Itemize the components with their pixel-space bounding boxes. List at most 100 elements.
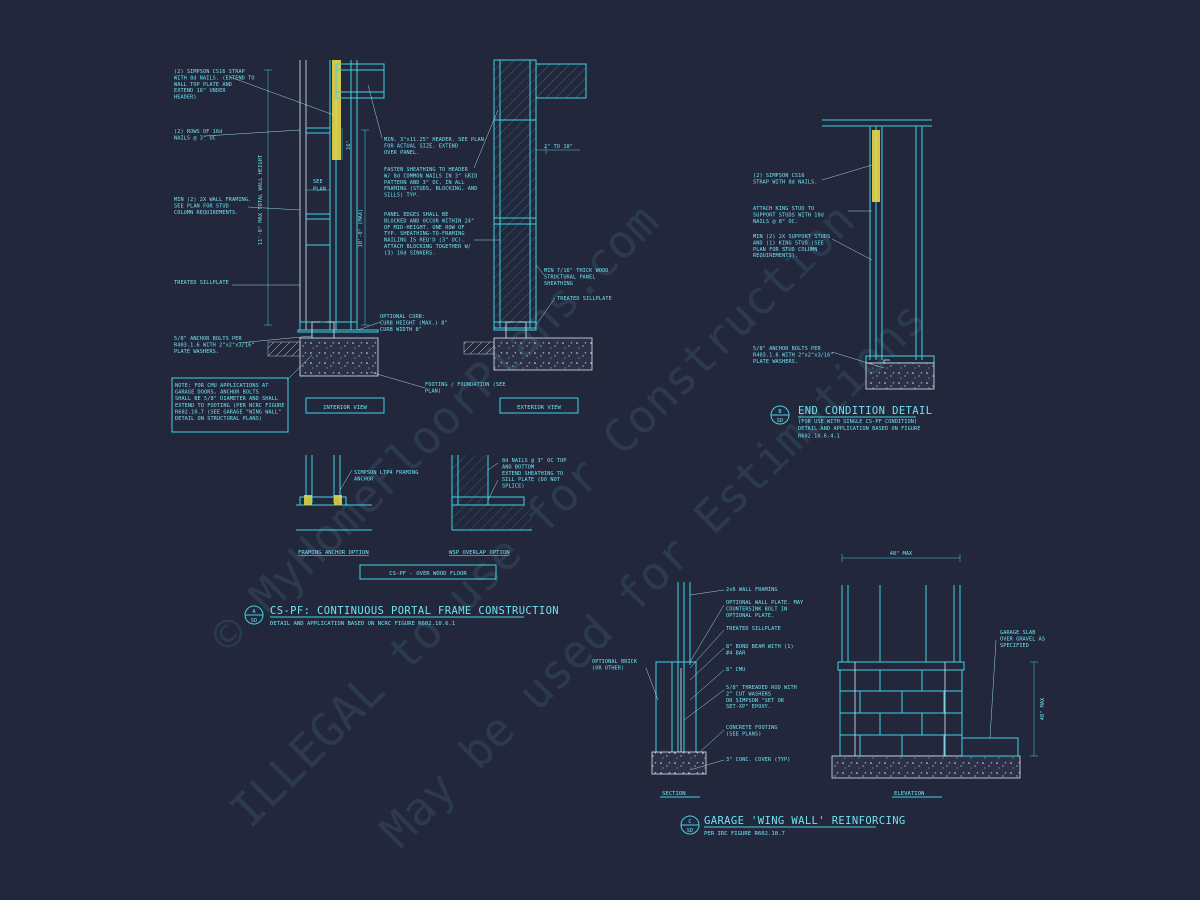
note-line: CONCRETE FOOTING [726, 725, 778, 731]
note-line: SET-XP" EPOXY. [726, 704, 771, 710]
note-line: (SEE PLANS) [726, 731, 761, 737]
note-line: (FOR USE WITH SINGLE CS-PF CONDITION) [798, 419, 917, 425]
note-line: SILL PLATE (DO NOT [502, 477, 560, 483]
note-line: 8d NAILS @ 3" OC TOP [502, 458, 566, 464]
note-line: OPTIONAL PLATE. [726, 613, 774, 619]
interior-view-box [305, 397, 385, 414]
note-line: SPLICE) [502, 484, 525, 490]
note-line: SPECIFIED [1000, 643, 1029, 649]
wing-wall-elevation-drawing [831, 554, 1038, 779]
note-line: 2" CUT WASHERS [726, 691, 771, 697]
end-condition-drawing [821, 119, 935, 390]
note-line: 5/8" THREADED ROD WITH [726, 685, 797, 691]
note-line: FOOTING / FOUNDATION (SEE [425, 382, 506, 388]
note-line: MIN (2) 2X WALL FRAMING. [174, 197, 251, 203]
note-line: TREATED SILLPLATE [174, 280, 229, 286]
note-line: NAILS @ 8" OC. [753, 219, 798, 225]
note-line: FRAMING (STUDS, BLOCKING, AND [384, 186, 477, 192]
note-line: STRAP WITH 8d NAILS. [753, 179, 817, 185]
see-plan-label: SEE PLAN [313, 179, 326, 193]
note-line: GARAGE SLAB [1000, 630, 1035, 636]
note-line: WALL TOP PLATE AND [174, 82, 232, 88]
bubble-b-sheet: SD [777, 418, 783, 424]
brick-note: OPTIONAL BRICK(OR OTHER) [592, 659, 638, 671]
note-line: R602.10.7 (SEE GARAGE "WING WALL" [175, 409, 281, 415]
note-line: HEADER) [174, 95, 197, 101]
elevation-label: ELEVATION [894, 791, 924, 797]
note-line: 2x6 WALL FRAMING [726, 587, 778, 593]
framing-anchor-drawing [296, 455, 372, 531]
note-line: SHALL BE 5/8" DIAMETER AND SHALL [175, 396, 278, 402]
exterior-view-box [499, 397, 579, 414]
note-line: COUNTERSINK BOLT IN [726, 606, 787, 612]
note-line: OVER PANEL. [384, 150, 419, 156]
section-label: SECTION [662, 791, 686, 797]
note-line: COLUMN REQUIREMENTS. [174, 210, 238, 216]
strap-icon [332, 60, 341, 160]
wsp-overlap-drawing [451, 455, 532, 531]
note-line: ANCHOR [354, 476, 374, 482]
wood-floor-box [359, 564, 497, 580]
note-line: (2) SIMPSON CS16 [753, 173, 805, 179]
wsp-overlap-label: WSP OVERLAP OPTION [449, 550, 510, 556]
note-line: OPTIONAL BRICK [592, 659, 638, 665]
note-line: MIN. 3"x11.25" HEADER. SEE PLAN [384, 137, 484, 143]
bubble-a-sheet: SD [251, 618, 257, 624]
detail-a-leaders [204, 76, 556, 389]
note-line: REQUIREMENTS). [753, 253, 798, 259]
note-line: OVER GRAVEL AS [1000, 636, 1045, 642]
wood-floor-label: CS-PF - OVER WOOD FLOOR [389, 571, 467, 577]
note-line: PLAN [313, 187, 326, 193]
detail-a-title: CS-PF: CONTINUOUS PORTAL FRAME CONSTRUCT… [270, 605, 559, 617]
note-line: STRUCTURAL PANEL [544, 274, 596, 280]
note-line: DETAIL ON STRUCTURAL PLANS) [175, 416, 262, 422]
note-line: NAILING IS REQ'D (3" OC). [384, 238, 465, 244]
note-line: NOTE: FOR CMU APPLICATIONS AT [175, 383, 268, 389]
note-line: OF MID-HEIGHT. ONE ROW OF [384, 225, 465, 231]
note-line: 5/8" ANCHOR BOLTS PER [174, 336, 242, 342]
framing-anchor-label: FRAMING ANCHOR OPTION [298, 550, 369, 556]
dim-48-max-top: 48" MAX [890, 551, 913, 557]
note-line: AND (1) KING STUD (SEE [753, 240, 824, 246]
note-line: SILLS) TYP. [384, 193, 419, 199]
note-line: (2) SIMPSON CS16 STRAP [174, 69, 245, 75]
note-line: EXTEND SHEATHING TO [502, 471, 563, 477]
note-line: PLATE WASHERS. [753, 359, 798, 365]
detail-a-subtitle: DETAIL AND APPLICATION BASED ON NCRC FIG… [270, 621, 455, 627]
note-line: PLATE WASHERS. [174, 349, 219, 355]
dim-total-wall-height: 11'-0" MAX TOTAL WALL HEIGHT [258, 155, 264, 245]
note-line: W/ 8d COMMON NAILS IN 3" GRID [384, 173, 477, 179]
detail-c-title: GARAGE 'WING WALL' REINFORCING [704, 815, 906, 827]
detail-c-subtitle: PER IRC FIGURE R602.10.7 [704, 831, 785, 837]
note-line: MIN (2) 2X SUPPORT STUDS [753, 234, 830, 240]
note-line: TYP. SHEATHING-TO-FRAMING [384, 231, 465, 237]
note-line: ATTACH KING STUD TO [753, 206, 814, 212]
dim-strap-length: 16" [346, 140, 352, 150]
detail-b-bubble [770, 405, 790, 425]
bubble-c-letter: C [688, 819, 691, 825]
note-line: SHEATHING [544, 281, 573, 287]
note-line: MIN 7/16" THICK WOOD [544, 268, 608, 274]
interior-view-drawing [264, 60, 385, 377]
note-line: SEE [313, 179, 323, 185]
note-line: OR SIMPSON "SET OR [726, 698, 785, 704]
note-line: CURB WIDTH 8" [380, 327, 422, 333]
note-line: (2) ROWS OF 16d [174, 129, 222, 135]
note-line: EXTEND TO FOOTING (PER NCRC FIGURE [175, 403, 285, 409]
note-line: PATTERN AND 3" OC. IN ALL [384, 180, 465, 186]
note-line: #4 BAR [726, 650, 746, 656]
note-line: SUPPORT STUDS WITH 10d [753, 212, 824, 218]
detail-b-title: END CONDITION DETAIL [798, 405, 932, 417]
note-line: 8" BOND BEAM WITH (1) [726, 644, 794, 650]
note-line: 5/8" ANCHOR BOLTS PER [753, 346, 821, 352]
note-box [171, 377, 289, 433]
note-line: OPTIONAL CURB: [380, 314, 425, 320]
bubble-b-letter: B [778, 409, 781, 415]
note-line: CURB HEIGHT (MAX.) 8" [380, 320, 448, 326]
